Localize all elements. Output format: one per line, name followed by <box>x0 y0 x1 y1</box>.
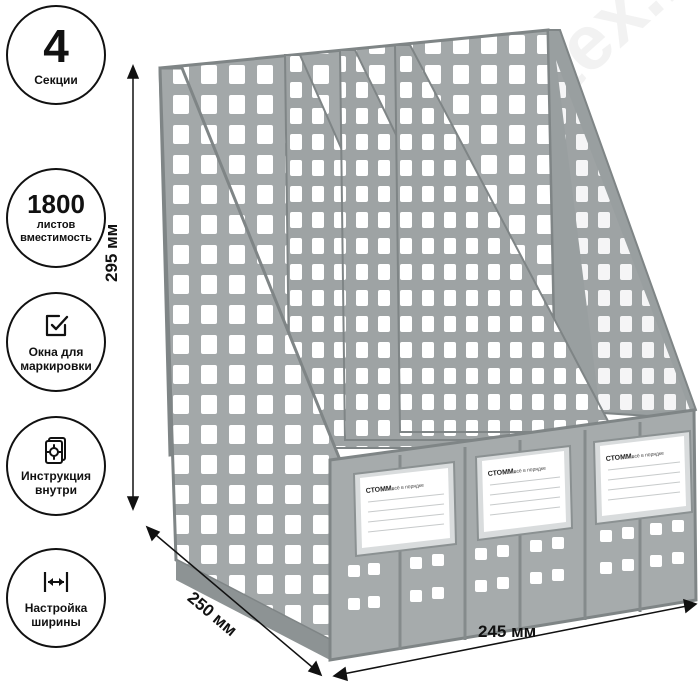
instruction-line1: Инструкция <box>20 469 92 483</box>
label-card-tagline: всё в порядке <box>392 483 425 492</box>
badge-sections: 4 Секции <box>6 5 106 105</box>
label-windows-line2: маркировки <box>20 359 92 373</box>
label-windows-line1: Окна для <box>28 345 84 359</box>
badge-width-adjust: Настройка ширины <box>6 548 106 648</box>
capacity-count: 1800 <box>27 189 85 219</box>
capacity-label-line2: вместимость <box>20 232 92 244</box>
sections-label: Секции <box>34 73 78 87</box>
label-card-tagline: всё в порядке <box>514 466 547 475</box>
badge-label-windows: Окна для маркировки <box>6 292 106 392</box>
width-adjust-line2: ширины <box>31 615 81 629</box>
width-adjust-line1: Настройка <box>24 601 88 615</box>
label-card-brand: СТОММ. <box>605 453 634 463</box>
label-card-brand: СТОММ. <box>365 485 394 495</box>
capacity-label-line1: листов <box>36 219 76 231</box>
height-dimension-label: 295 мм <box>102 223 121 282</box>
instruction-gear-icon <box>45 437 66 464</box>
sections-count: 4 <box>43 20 69 72</box>
width-arrows-icon <box>43 572 69 592</box>
label-card-tagline: всё в порядке <box>632 451 665 460</box>
label-card-brand: СТОММ. <box>487 468 516 478</box>
depth-dimension-line <box>149 529 319 673</box>
width-dimension-label: 245 мм <box>478 622 537 641</box>
badge-capacity: 1800 листов вместимость <box>6 168 106 268</box>
instruction-line2: внутри <box>34 483 78 497</box>
width-dimension-line <box>337 604 693 676</box>
check-window-icon <box>45 314 69 337</box>
badge-instruction: Инструкция внутри <box>6 416 106 516</box>
